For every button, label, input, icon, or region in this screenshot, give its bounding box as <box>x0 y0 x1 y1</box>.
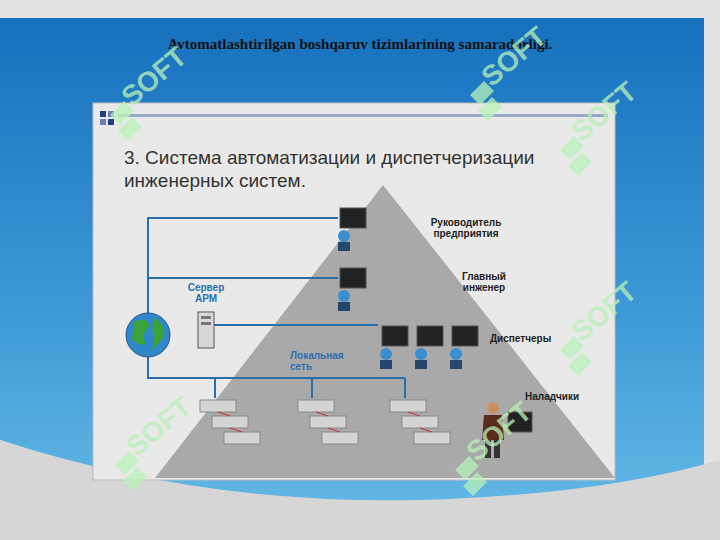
network-label: Локальная сеть <box>290 350 346 372</box>
controller-module <box>310 416 346 428</box>
controller-module <box>298 400 334 412</box>
role-label: Диспетчеры <box>490 333 570 344</box>
controller-module <box>390 400 426 412</box>
role-label: Главный инженер <box>454 271 514 293</box>
role-label: Наладчики <box>525 391 605 402</box>
controller-module <box>322 432 358 444</box>
controller-module <box>402 416 438 428</box>
controller-module <box>212 416 248 428</box>
controller-module <box>414 432 450 444</box>
server-label: Сервер АРМ <box>178 282 234 304</box>
role-label: Руководитель предприятия <box>418 217 514 239</box>
controller-module <box>200 400 236 412</box>
controller-module <box>224 432 260 444</box>
slide-title: Avtomatlashtirilgan boshqaruv tizimlarin… <box>0 36 720 53</box>
image-heading: 3. Система автоматизации и диспетчеризац… <box>124 146 594 192</box>
